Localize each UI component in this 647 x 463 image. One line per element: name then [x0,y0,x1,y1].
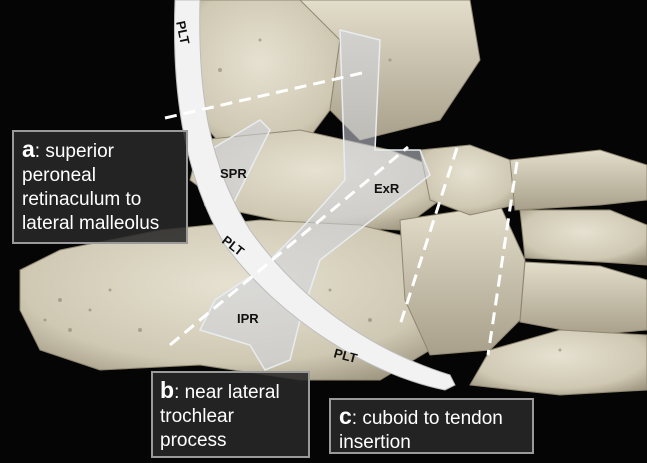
callout-a: a: superior peroneal retinaculum to late… [12,130,188,244]
ipr-label: IPR [237,311,259,326]
callout-a-body: : superior peroneal retinaculum to later… [22,141,159,234]
callout-a-text: a: superior peroneal retinaculum to late… [22,137,178,236]
metatarsal-2 [520,210,647,265]
callout-b-body: : near lateral trochlear process [160,382,280,451]
metatarsal-3 [520,262,647,335]
callout-a-letter: a [22,136,35,162]
callout-b: b: near lateral trochlear process [151,371,310,458]
exr-label: ExR [374,181,400,196]
callout-c: c: cuboid to tendon insertion [329,398,534,454]
callout-c-letter: c [339,403,352,429]
callout-c-text: c: cuboid to tendon insertion [339,404,524,455]
callout-b-text: b: near lateral trochlear process [160,378,301,453]
metatarsal-1 [510,150,647,210]
callout-b-letter: b [160,377,174,403]
spr-label: SPR [220,166,247,181]
callout-c-body: : cuboid to tendon insertion [339,408,503,453]
